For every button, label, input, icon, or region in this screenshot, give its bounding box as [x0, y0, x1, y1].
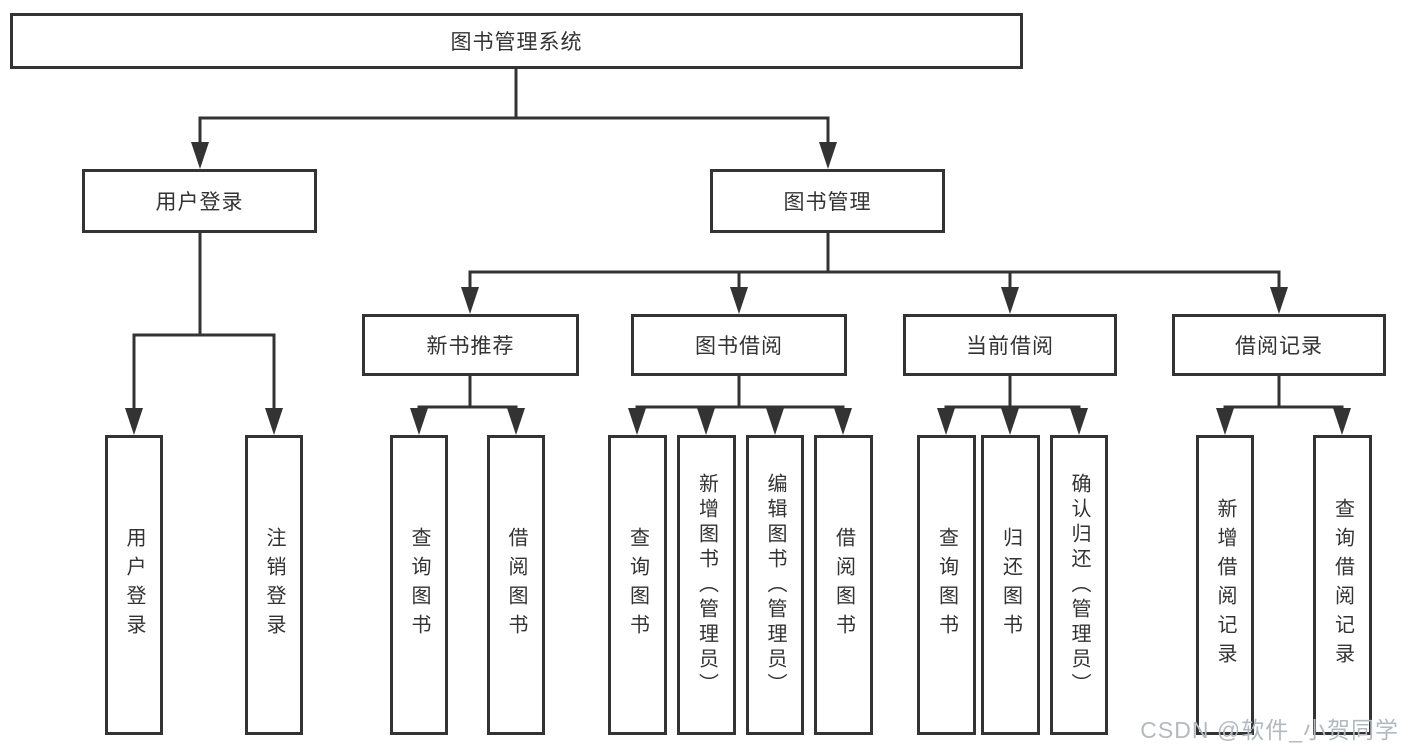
node-cb-query: 查询图书	[917, 435, 976, 735]
node-bb-edit: 编辑图书（管理员）	[746, 435, 804, 735]
node-logout: 注销登录	[245, 435, 303, 735]
arrowhead-icon	[1001, 287, 1019, 314]
node-br-query: 查询借阅记录	[1313, 435, 1372, 735]
node-book-borrow: 图书借阅	[631, 314, 847, 376]
arrowhead-icon	[937, 408, 955, 435]
node-cb-confirm: 确认归还（管理员）	[1050, 435, 1108, 735]
node-bb-borrow: 借阅图书	[814, 435, 873, 735]
node-user-login: 用户登录	[82, 169, 317, 233]
node-nb-borrow: 借阅图书	[487, 435, 545, 735]
arrowhead-icon	[766, 408, 784, 435]
arrowhead-icon	[1216, 408, 1234, 435]
node-current-borrow: 当前借阅	[903, 314, 1117, 376]
node-nb-query: 查询图书	[390, 435, 448, 735]
node-cb-return: 归还图书	[981, 435, 1040, 735]
watermark: CSDN @软件_小贺同学	[1140, 717, 1399, 743]
node-borrow-record: 借阅记录	[1172, 314, 1386, 376]
node-book-mgmt: 图书管理	[710, 169, 945, 233]
arrowhead-icon	[730, 287, 748, 314]
arrowhead-icon	[125, 408, 143, 435]
arrowhead-icon	[834, 408, 852, 435]
arrowhead-icon	[1001, 408, 1019, 435]
arrowhead-icon	[265, 408, 283, 435]
arrowhead-icon	[410, 408, 428, 435]
node-bb-query: 查询图书	[608, 435, 667, 735]
node-new-book: 新书推荐	[362, 314, 579, 376]
arrowhead-icon	[819, 142, 837, 169]
arrowhead-icon	[628, 408, 646, 435]
arrowhead-icon	[461, 287, 479, 314]
arrowhead-icon	[507, 408, 525, 435]
node-login: 用户登录	[105, 435, 163, 735]
node-bb-add: 新增图书（管理员）	[677, 435, 736, 735]
node-br-add: 新增借阅记录	[1196, 435, 1254, 735]
node-root: 图书管理系统	[10, 13, 1023, 69]
arrowhead-icon	[1333, 408, 1351, 435]
arrowhead-icon	[1270, 287, 1288, 314]
arrowhead-icon	[697, 408, 715, 435]
arrowhead-icon	[1070, 408, 1088, 435]
arrowhead-icon	[191, 142, 209, 169]
